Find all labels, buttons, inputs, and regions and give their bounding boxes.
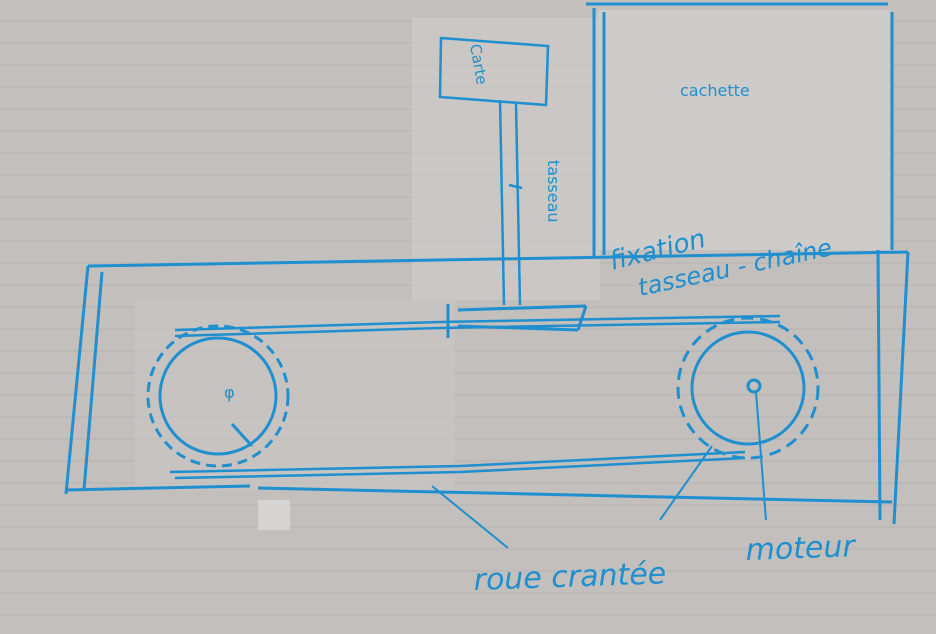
right-sprocket-gear	[676, 316, 820, 460]
svg-text:φ: φ	[224, 383, 235, 402]
chain-clamp	[446, 304, 588, 338]
cachette-frame	[586, 2, 894, 258]
paper-patch-small	[258, 500, 290, 530]
chain-belt	[169, 314, 781, 480]
tasseau-post	[498, 99, 523, 306]
card-sign	[438, 36, 550, 107]
roue-crantee-label: roue crantée	[473, 556, 667, 598]
paper-patch-right	[598, 10, 890, 250]
cachette-label: cachette	[680, 81, 750, 100]
pointer-lines	[431, 391, 767, 549]
tasseau-label: tasseau	[544, 160, 563, 223]
paper-patch-top	[412, 18, 600, 300]
moteur-label: moteur	[745, 529, 857, 568]
left-sprocket-gear: φ	[146, 324, 290, 468]
outer-box	[64, 249, 910, 525]
